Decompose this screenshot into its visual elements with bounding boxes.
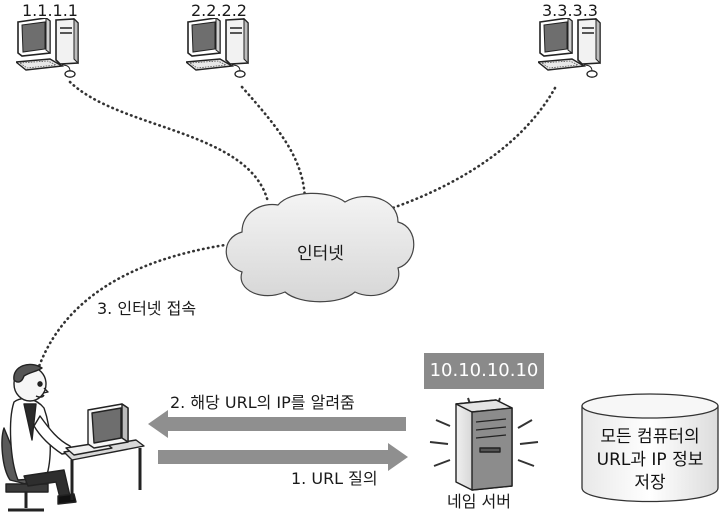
internet-cloud-label: 인터넷 <box>297 244 344 264</box>
connection-line-2 <box>240 85 307 205</box>
step2-label: 2. 해당 URL의 IP를 알려줌 <box>170 393 355 412</box>
computer-1-icon <box>16 18 79 78</box>
connection-line-4 <box>34 243 227 377</box>
connection-line-1 <box>68 80 270 204</box>
database-icon <box>581 393 719 503</box>
step1-label: 1. URL 질의 <box>291 469 378 488</box>
step3-label: 3. 인터넷 접속 <box>97 299 197 318</box>
name-server-label: 네임 서버 <box>447 492 511 511</box>
database-label-line-1: 모든 컴퓨터의 <box>600 427 700 447</box>
response-arrow <box>148 410 406 438</box>
computer-2-ip-label: 2.2.2.2 <box>191 1 247 20</box>
user-at-computer-icon <box>1 363 145 512</box>
connection-lines <box>34 80 557 377</box>
computer-3-ip-label: 3.3.3.3 <box>542 1 598 20</box>
name-server-icon <box>429 397 539 491</box>
connection-line-3 <box>373 86 557 216</box>
computer-2-icon <box>186 18 249 78</box>
name-server-ip-badge: 10.10.10.10 <box>424 353 544 389</box>
database-label: 모든 컴퓨터의 URL과 IP 정보 저장 <box>582 426 718 495</box>
database-label-line-2: URL과 IP 정보 <box>596 450 704 470</box>
query-arrow <box>158 443 408 471</box>
database-label-line-3: 저장 <box>634 473 666 493</box>
internet-cloud <box>225 192 415 303</box>
computer-3-icon <box>538 18 601 78</box>
computer-1-ip-label: 1.1.1.1 <box>22 1 78 20</box>
